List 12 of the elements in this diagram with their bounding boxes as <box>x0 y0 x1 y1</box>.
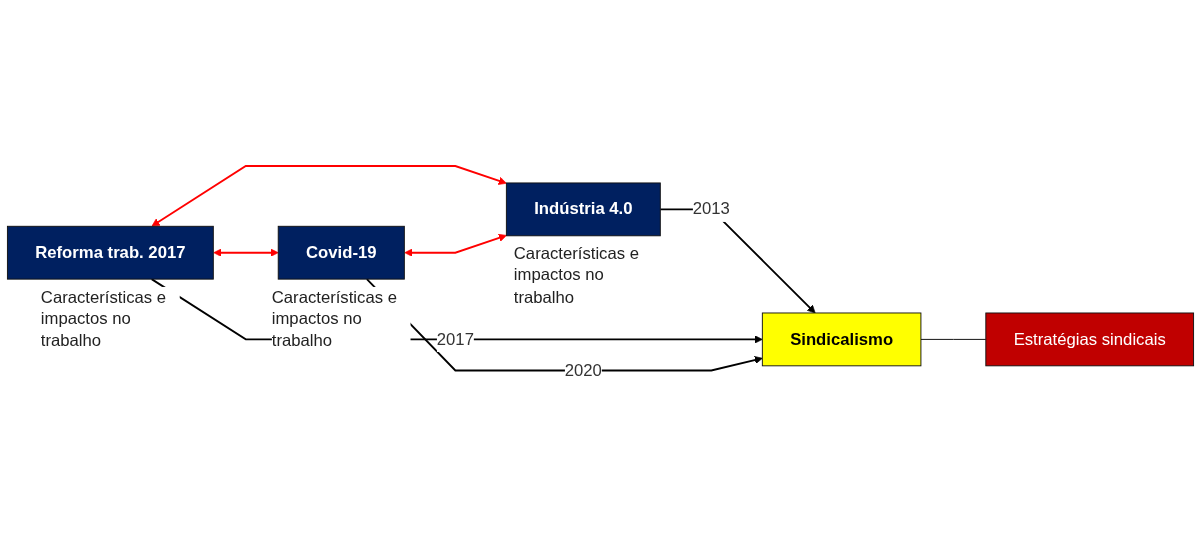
connector <box>920 338 987 340</box>
node-box: Covid-19 <box>277 225 405 280</box>
edge-label: 2013 <box>692 199 730 219</box>
arrow <box>213 248 279 257</box>
node-box: Reforma trab. 2017 <box>6 225 214 280</box>
node-box: Sindicalismo <box>761 312 922 367</box>
edge-label: 2020 <box>564 360 602 380</box>
node-box: Estratégias sindicais <box>985 312 1195 367</box>
edge-label: 2017 <box>436 329 474 349</box>
node-box: Indústria 4.0 <box>505 182 661 237</box>
arrow <box>404 233 507 257</box>
arrow <box>151 165 507 227</box>
